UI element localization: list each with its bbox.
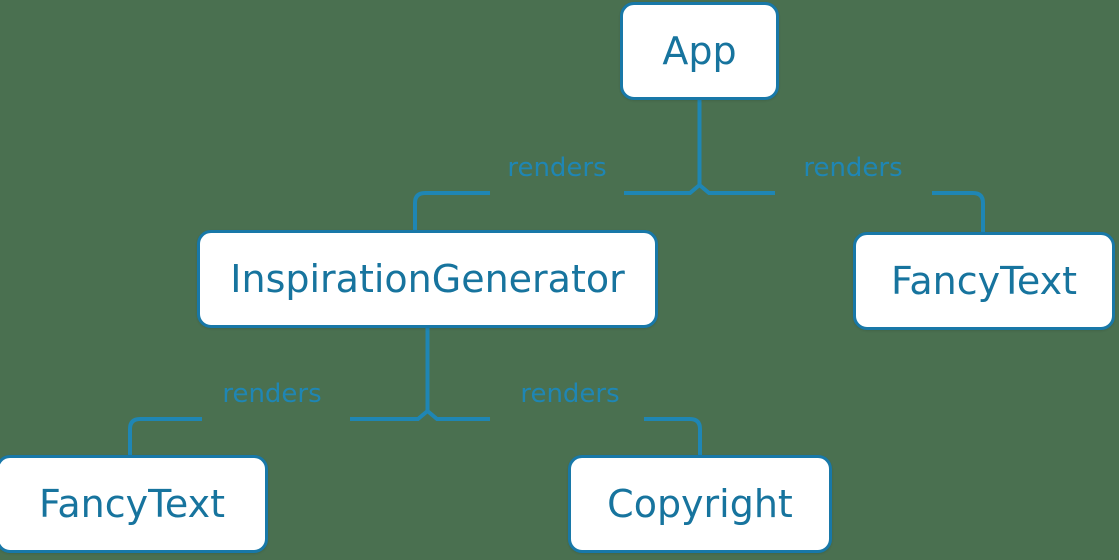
node-inspiration-generator[interactable]: InspirationGenerator [197, 230, 658, 328]
node-inspiration-generator-label: InspirationGenerator [230, 257, 625, 301]
node-copyright-label: Copyright [607, 482, 793, 526]
node-fancy-text-right-label: FancyText [891, 259, 1077, 303]
edge-inspiration-generator-to-fancy-text [128, 409, 429, 455]
edge-app-to-inspiration-generator [413, 183, 701, 230]
edge-label-app-to-fancy-text-right: renders [803, 153, 903, 183]
edge-label-inspiration-generator-to-copyright: renders [520, 379, 620, 409]
node-fancy-text-bottom[interactable]: FancyText [0, 455, 268, 553]
node-app[interactable]: App [620, 2, 779, 100]
edge-inspiration-generator-to-copyright [426, 409, 702, 455]
node-fancy-text-right[interactable]: FancyText [853, 232, 1115, 330]
edge-label-inspiration-generator-to-fancy-text: renders [222, 379, 322, 409]
edge-app-to-fancy-text-right [698, 183, 985, 232]
node-app-label: App [662, 29, 737, 73]
edge-label-app-to-inspiration-generator: renders [507, 153, 607, 183]
node-copyright[interactable]: Copyright [568, 455, 832, 553]
node-fancy-text-bottom-label: FancyText [39, 482, 225, 526]
